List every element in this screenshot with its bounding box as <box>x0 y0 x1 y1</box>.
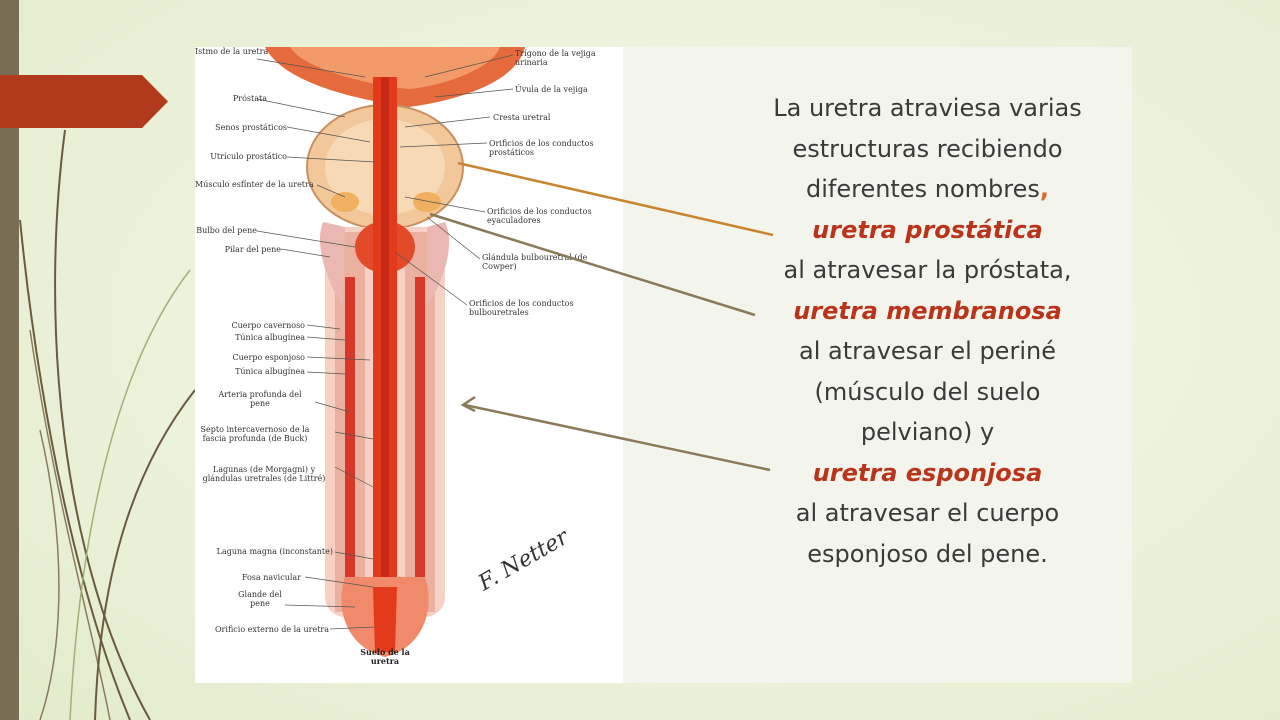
diagram-caption: Suelo de la uretra <box>360 647 410 666</box>
text-line-11: al atravesar el cuerpo <box>795 499 1060 527</box>
label-lagunas-morgagni: Lagunas (de Morgagni) y glándulas uretra… <box>202 465 326 483</box>
text-line-1: La uretra atraviesa varias <box>773 94 1082 122</box>
label-orificios-bulbouretrales: Orificios de los conductos bulbouretrale… <box>469 299 574 317</box>
urethra-anatomy-illustration: Istmo de la uretra Próstata Senos prostá… <box>195 47 623 683</box>
label-glande-pene: Glande del pene <box>238 590 282 608</box>
text-line-7: al atravesar el periné <box>799 337 1056 365</box>
label-uvula-vejiga: Úvula de la vejiga <box>515 85 588 94</box>
label-prostata: Próstata <box>232 94 267 103</box>
left-accent-bar <box>0 0 19 720</box>
label-bulbo-pene: Bulbo del pene <box>196 226 257 235</box>
text-line-3-comma: , <box>1039 175 1049 203</box>
text-line-9: pelviano) y <box>860 418 995 446</box>
label-orificios-prostaticos: Orificios de los conductos prostáticos <box>489 139 594 157</box>
label-septo-intercavernoso: Septo intercavernoso de la fascia profun… <box>200 425 310 443</box>
text-line-2: estructuras recibiendo <box>792 134 1063 163</box>
text-line-8: (músculo del suelo <box>814 377 1041 406</box>
label-cuerpo-cavernoso: Cuerpo cavernoso <box>231 321 305 330</box>
label-esfinter-uretra: Músculo esfínter de la uretra <box>195 180 314 189</box>
highlight-uretra-prostatica: uretra prostática <box>812 215 1043 244</box>
explanation-text: La uretra atraviesa varias estructuras r… <box>700 88 1155 574</box>
text-line-5: al atravesar la próstata, <box>783 256 1072 284</box>
label-cresta-uretral: Cresta uretral <box>493 113 551 122</box>
label-arteria-profunda: Arteria profunda del pene <box>218 390 302 408</box>
urethra-drawing <box>256 47 525 657</box>
label-orificios-eyaculadores: Orificios de los conductos eyaculadores <box>487 207 592 225</box>
label-tunica-albuginea-1: Túnica albugínea <box>235 333 305 342</box>
accent-arrow-tag <box>0 75 168 128</box>
label-utriculo-prostatico: Utrículo prostático <box>210 152 287 161</box>
label-glandula-bulbouretral: Glándula bulbouretral (de Cowper) <box>482 253 588 271</box>
highlight-uretra-membranosa: uretra membranosa <box>793 296 1062 325</box>
highlight-uretra-esponjosa: uretra esponjosa <box>812 458 1043 487</box>
text-line-12: esponjoso del pene. <box>807 539 1048 568</box>
label-istmo-uretra: Istmo de la uretra <box>195 47 269 56</box>
label-trigono-vejiga: Trígono de la vejiga urinaria <box>515 49 596 67</box>
label-cuerpo-esponjoso: Cuerpo esponjoso <box>232 353 305 362</box>
label-tunica-albuginea-2: Túnica albugínea <box>235 367 305 376</box>
label-orificio-externo: Orificio externo de la uretra <box>215 625 329 634</box>
label-fosa-navicular: Fosa navicular <box>241 573 301 582</box>
label-pilar-pene: Pilar del pene <box>224 245 281 254</box>
decorative-curves <box>19 129 196 720</box>
text-line-3: diferentes nombres, <box>700 169 1155 210</box>
text-line-3-main: diferentes nombres <box>806 175 1040 203</box>
label-senos-prostaticos: Senos prostáticos <box>215 123 287 132</box>
label-laguna-magna: Laguna magna (inconstante) <box>216 547 333 556</box>
